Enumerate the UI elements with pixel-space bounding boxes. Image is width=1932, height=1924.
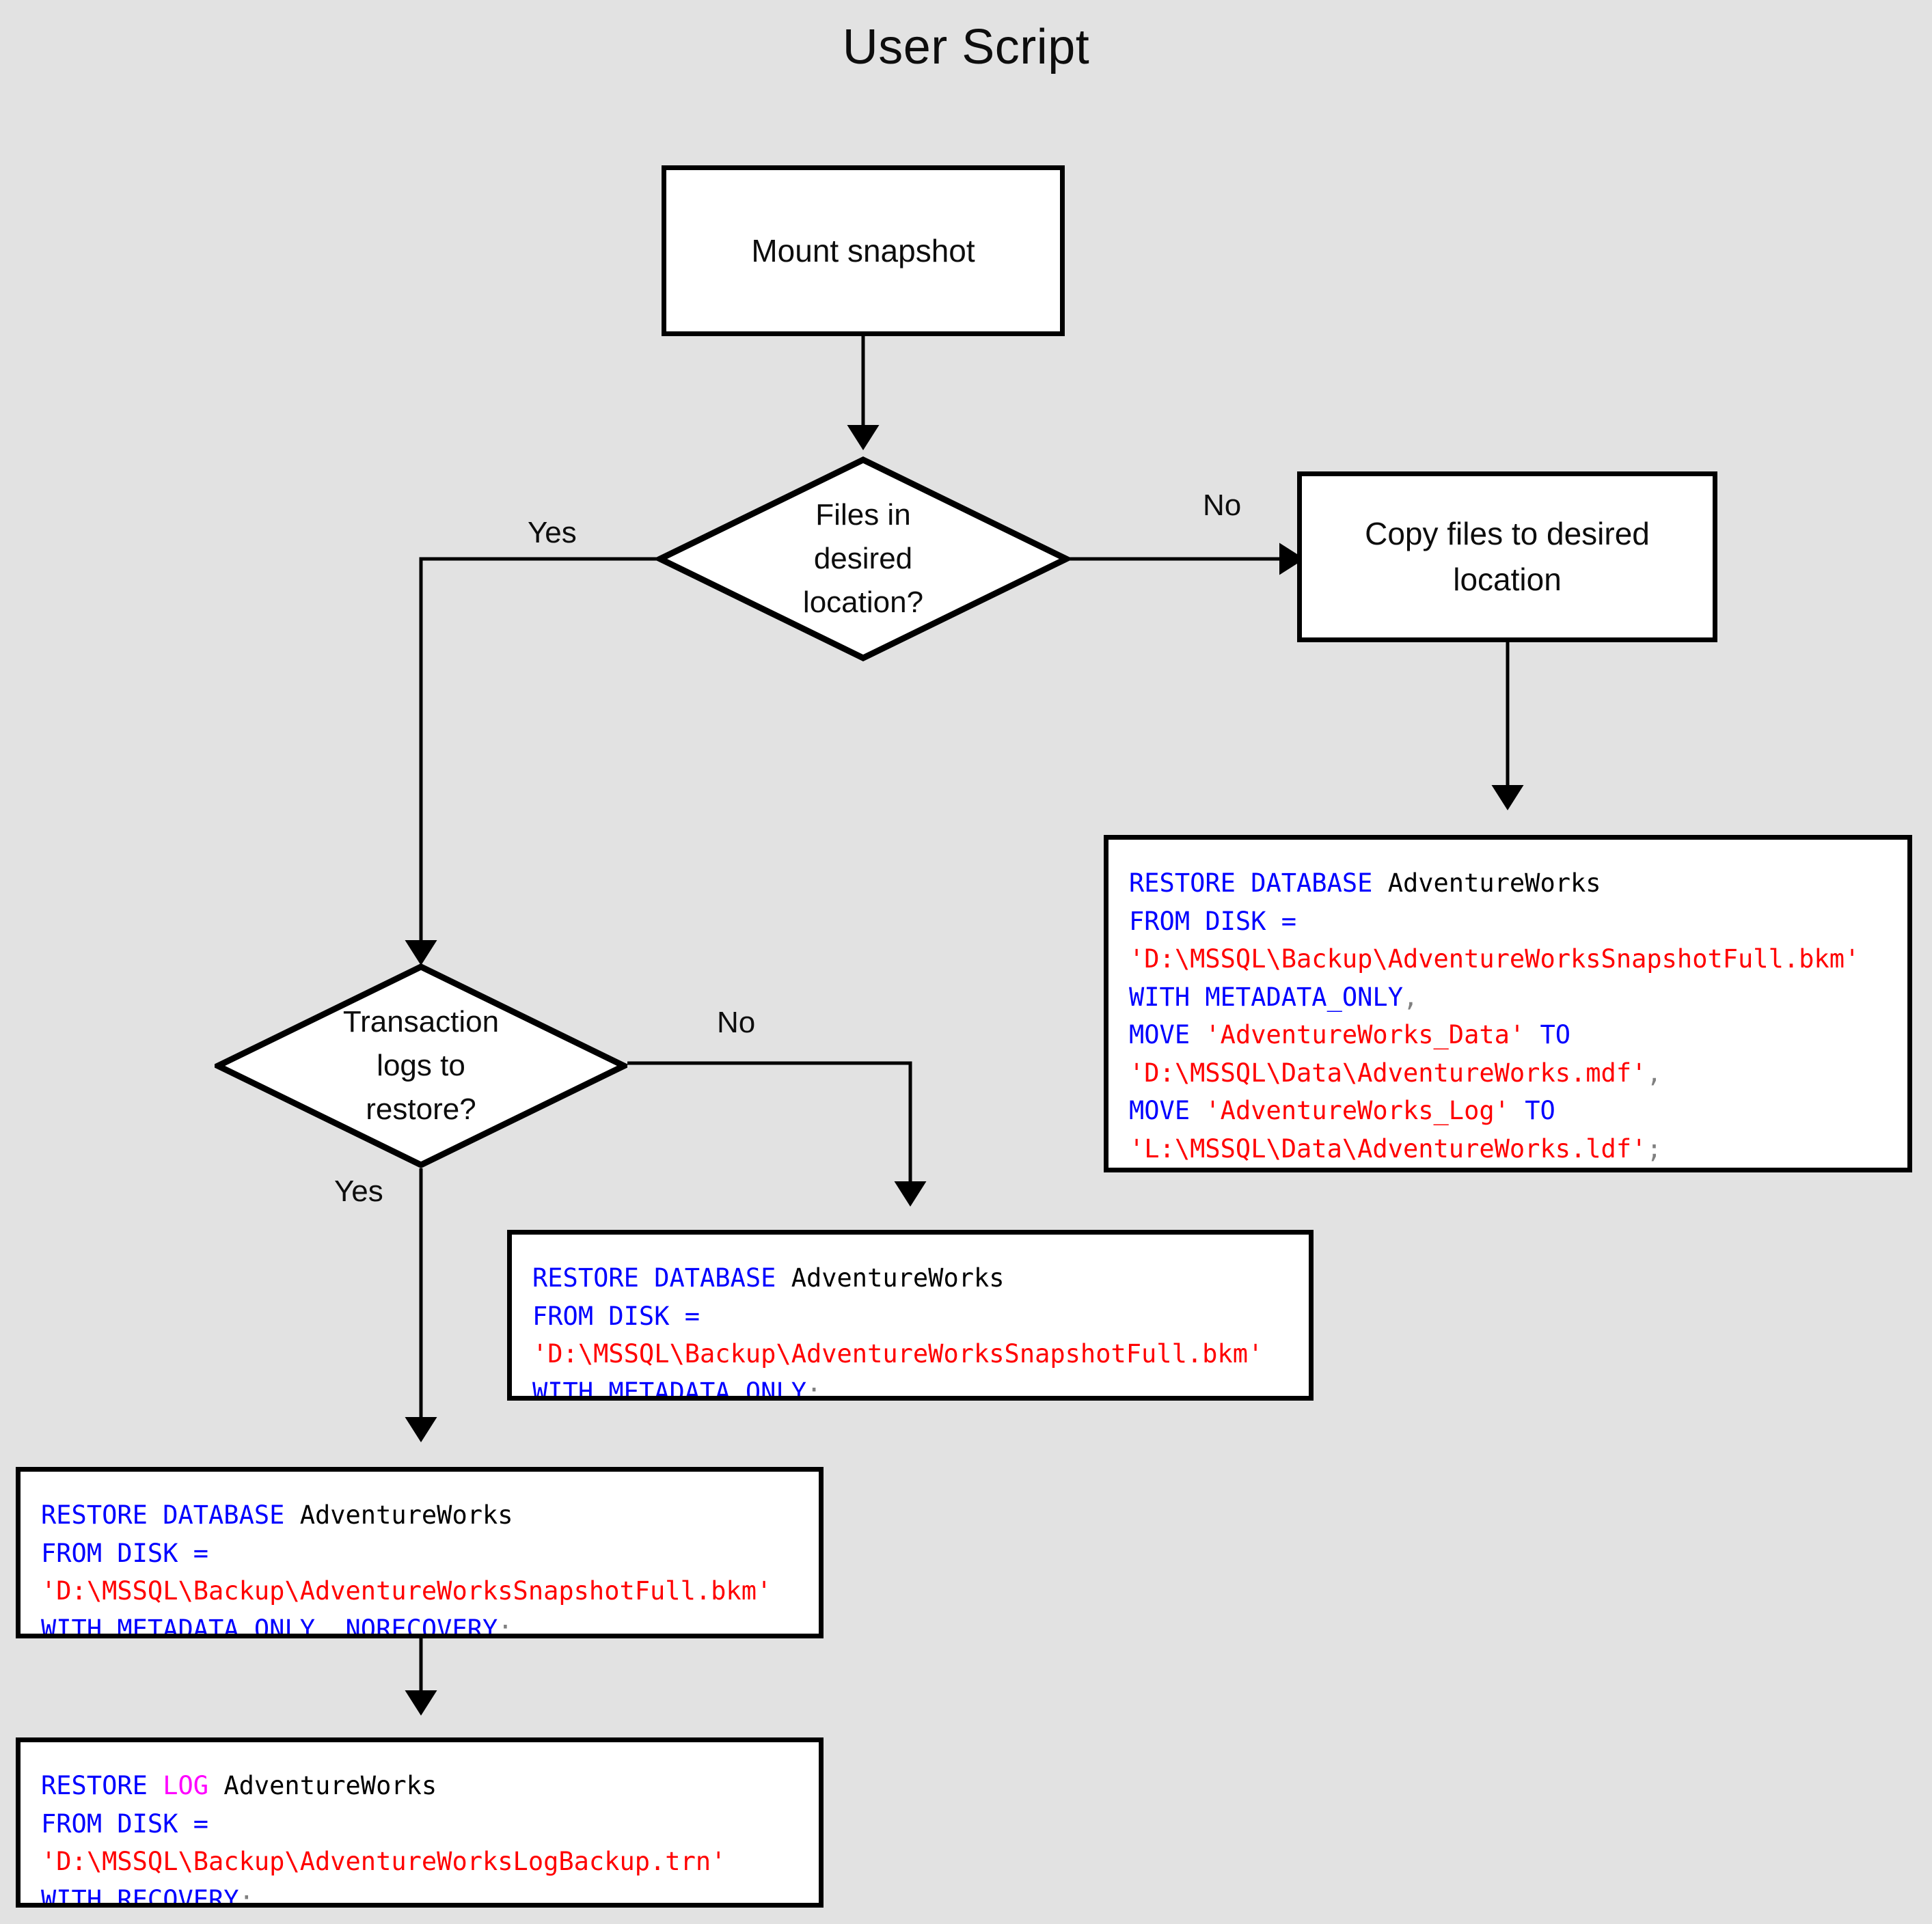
page-title: User Script	[842, 20, 1090, 74]
edge-files-yes	[405, 557, 657, 966]
node-copy-files-label: Copy files to desired location	[1365, 516, 1650, 597]
edge-label-files-yes: Yes	[528, 516, 577, 549]
node-files-in-desired-location-label: Files in desired location?	[802, 498, 924, 619]
diamond-shape	[215, 963, 627, 1168]
node-transaction-logs-label: Transaction logs to restore?	[342, 1005, 500, 1126]
node-copy-files[interactable]: Copy files to desired location	[1297, 471, 1717, 642]
edge-logs-no	[627, 1061, 927, 1207]
code-block-restore-with-move[interactable]: RESTORE DATABASE AdventureWorks FROM DIS…	[1104, 835, 1912, 1172]
node-mount-snapshot-label: Mount snapshot	[751, 232, 975, 269]
code-block-restore-metadata-only[interactable]: RESTORE DATABASE AdventureWorks FROM DIS…	[507, 1230, 1314, 1401]
edge-label-files-no: No	[1203, 489, 1242, 522]
node-transaction-logs[interactable]: Transaction logs to restore?	[215, 963, 627, 1168]
edge-label-logs-no: No	[717, 1006, 756, 1039]
node-mount-snapshot[interactable]: Mount snapshot	[662, 165, 1065, 336]
diamond-shape	[657, 456, 1070, 661]
edge-label-logs-yes: Yes	[334, 1174, 383, 1208]
code-block-restore-log[interactable]: RESTORE LOG AdventureWorks FROM DISK = '…	[16, 1737, 824, 1908]
node-files-in-desired-location[interactable]: Files in desired location?	[657, 456, 1070, 661]
code-block-restore-norecovery[interactable]: RESTORE DATABASE AdventureWorks FROM DIS…	[16, 1467, 824, 1638]
